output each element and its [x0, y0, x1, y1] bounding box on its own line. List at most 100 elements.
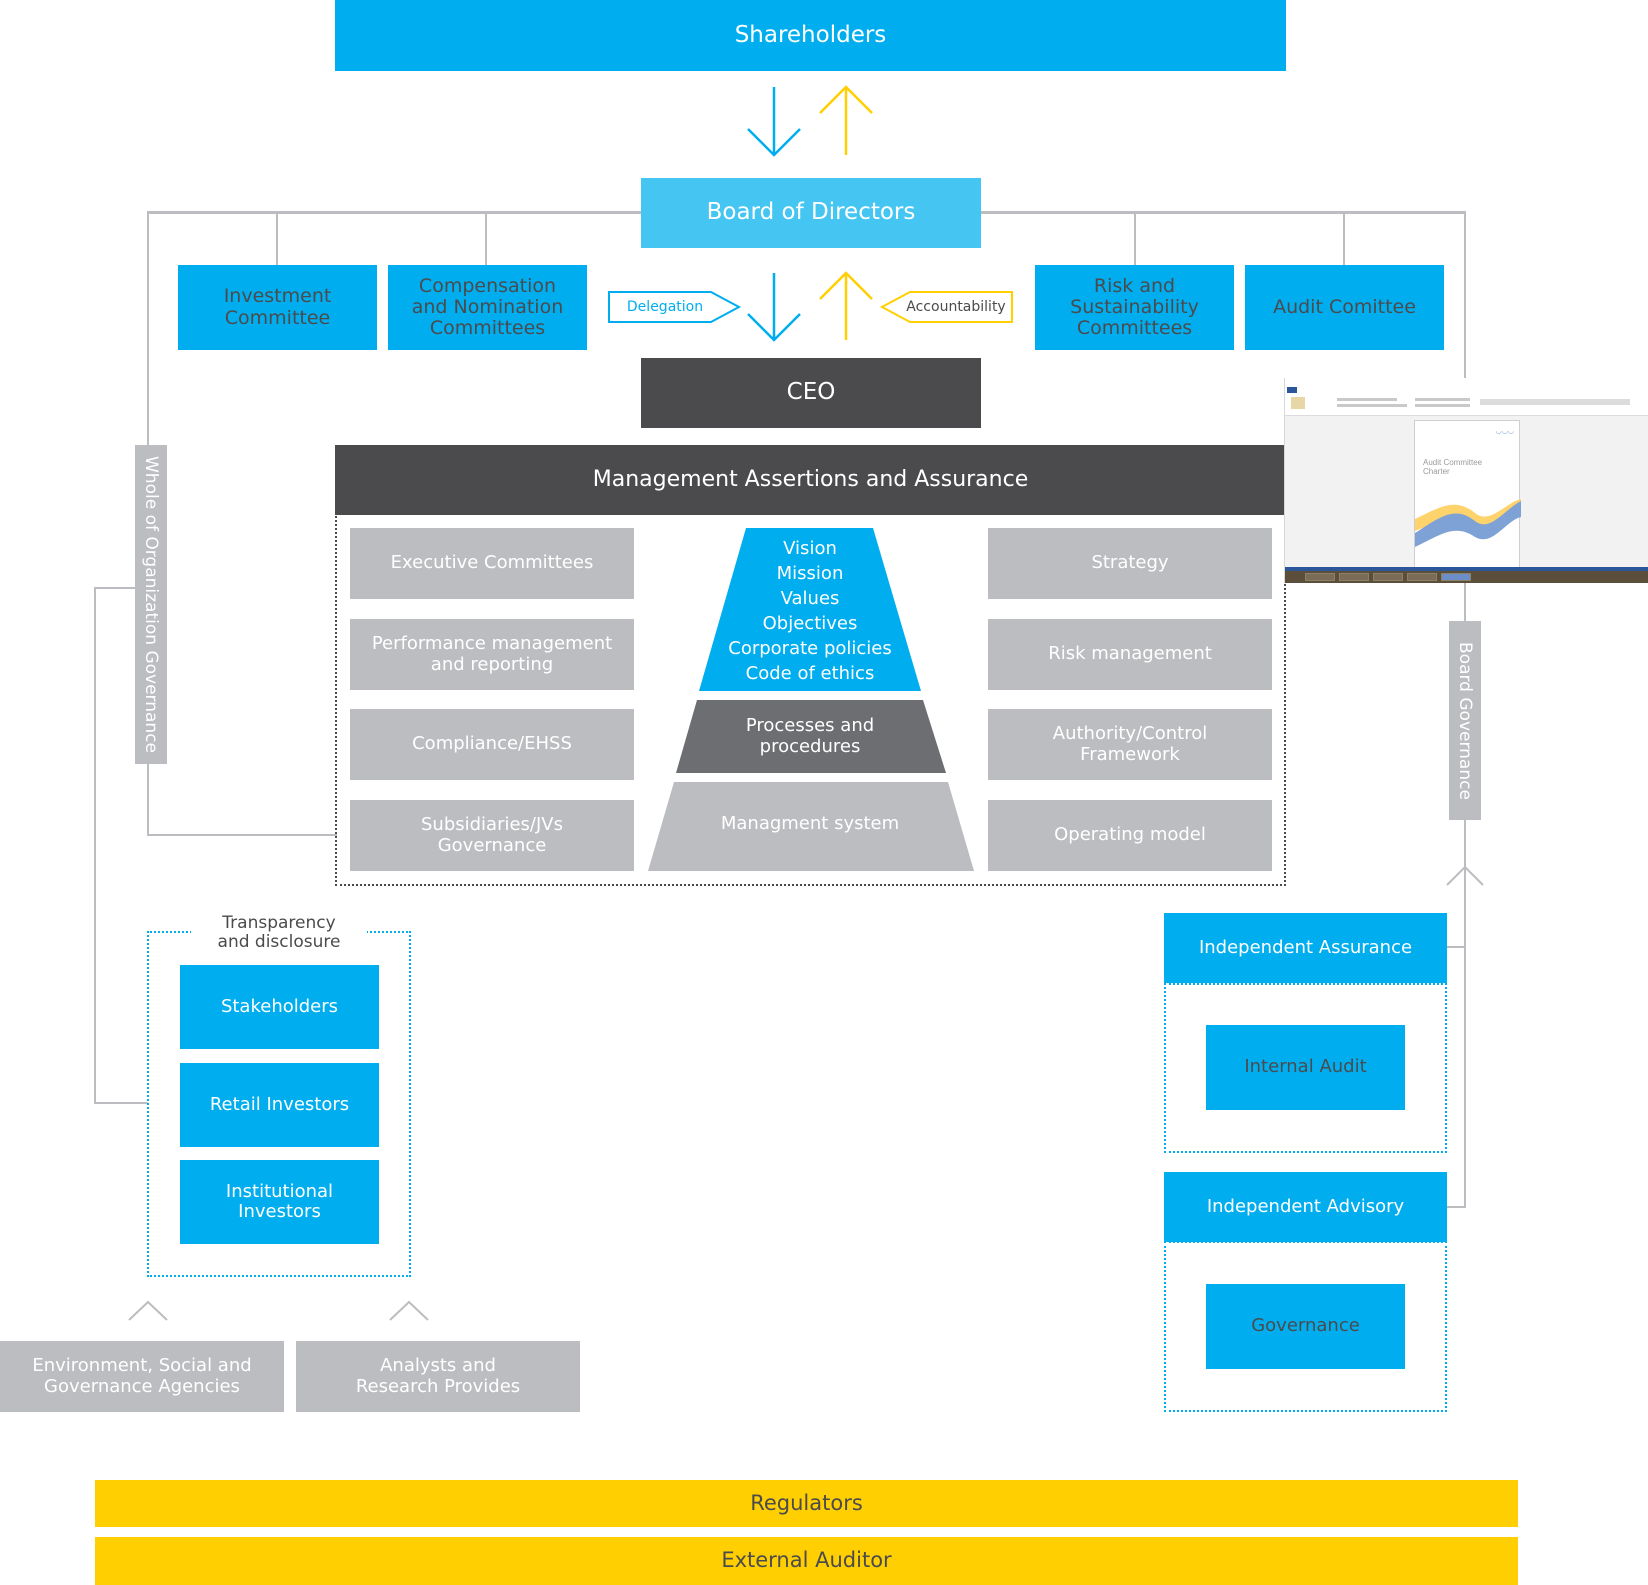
arrow-up-icon [819, 271, 873, 340]
board-governance-text: Board Governance [1455, 641, 1475, 800]
pyramid-top-text: Vision Mission Values Objectives Corpora… [700, 536, 920, 686]
chevron-up-icon [128, 1300, 168, 1321]
font-format-controls[interactable] [1337, 404, 1407, 407]
document-title: Audit Committee Charter [1423, 458, 1483, 477]
styles-gallery[interactable] [1480, 399, 1630, 405]
risk-sustainability-committee-box: Risk and Sustainability Committees [1035, 265, 1234, 350]
connector-audit [1343, 211, 1345, 266]
arrow-up-icon [819, 85, 873, 155]
independent-advisory-label: Independent Advisory [1206, 1195, 1405, 1217]
operating-model-label: Operating model [1054, 824, 1206, 846]
ceo-box: CEO [641, 358, 981, 428]
management-header-label: Management Assertions and Assurance [592, 466, 1029, 492]
arrow-down-icon [747, 273, 801, 342]
regulators-label: Regulators [750, 1490, 863, 1515]
ribbon [1285, 394, 1648, 416]
analysts-label: Analysts and Research Provides [355, 1355, 521, 1397]
external-auditor-label: External Auditor [721, 1548, 892, 1573]
management-system-label: Managment system [720, 812, 900, 834]
compliance-box: Compliance/EHSS [350, 709, 634, 780]
accountability-label: Accountability [906, 299, 1006, 315]
taskbar-item[interactable] [1305, 573, 1335, 581]
investment-committee-label: Investment Committee [223, 285, 332, 329]
performance-management-label: Performance management and reporting [371, 633, 613, 675]
governance-box: Governance [1206, 1284, 1405, 1369]
pyramid-top-shape [699, 528, 921, 691]
connector-investment [276, 211, 278, 266]
pyramid-bottom-text: Managment system [680, 800, 940, 848]
connector-right-lower [1464, 583, 1466, 1208]
connector-to-assurance [1447, 946, 1466, 948]
taskbar-item[interactable] [1373, 573, 1403, 581]
pyramid-mission: Mission [776, 563, 844, 584]
connector-outer-left [94, 587, 96, 1104]
stakeholders-box: Stakeholders [180, 965, 379, 1049]
whole-org-text: Whole of Organization Governance [141, 455, 161, 753]
company-logo: ◡◡◡ [1495, 427, 1514, 435]
governance-label: Governance [1251, 1315, 1360, 1337]
pyramid-corporate-policies: Corporate policies [728, 638, 892, 659]
connector-left-lower [147, 764, 149, 836]
external-auditor-bar: External Auditor [95, 1537, 1518, 1585]
institutional-investors-label: Institutional Investors [225, 1180, 334, 1222]
whole-of-organization-governance-label: Whole of Organization Governance [135, 445, 167, 764]
connector-to-advisory [1447, 1206, 1466, 1208]
arrow-down-icon [747, 87, 801, 157]
file-tab[interactable] [1287, 387, 1297, 393]
retail-investors-box: Retail Investors [180, 1063, 379, 1147]
management-header: Management Assertions and Assurance [335, 445, 1286, 515]
executive-committees-label: Executive Committees [390, 552, 594, 574]
taskbar-item[interactable] [1407, 573, 1437, 581]
delegation-tag-icon [608, 291, 742, 323]
connector-to-transparency [94, 1102, 148, 1104]
document-title-bar [1285, 378, 1648, 386]
taskbar-item[interactable] [1339, 573, 1369, 581]
internal-audit-box: Internal Audit [1206, 1025, 1405, 1110]
document-title-line-1: Audit Committee [1423, 458, 1483, 467]
institutional-investors-box: Institutional Investors [180, 1160, 379, 1244]
compliance-label: Compliance/EHSS [412, 733, 572, 755]
risk-management-box: Risk management [988, 619, 1272, 690]
document-page: ◡◡◡ Audit Committee Charter [1414, 420, 1521, 570]
independent-advisory-border [1164, 1241, 1447, 1412]
font-controls[interactable] [1337, 398, 1397, 401]
transparency-text: Transparency and disclosure [217, 912, 341, 952]
shareholders-box: Shareholders [335, 0, 1286, 71]
internal-audit-label: Internal Audit [1244, 1056, 1367, 1078]
delegation-label: Delegation [626, 299, 704, 315]
processes-label: Processes and procedures [745, 715, 875, 757]
accountability-tag-icon [879, 291, 1013, 323]
risk-committee-label: Risk and Sustainability Committees [1070, 274, 1199, 340]
retail-investors-label: Retail Investors [209, 1093, 350, 1115]
independent-assurance-header: Independent Assurance [1164, 913, 1447, 983]
connector-to-subsidiaries [147, 834, 337, 836]
regulators-bar: Regulators [95, 1480, 1518, 1527]
board-label: Board of Directors [706, 199, 916, 226]
stakeholders-label: Stakeholders [220, 995, 339, 1017]
analysts-box: Analysts and Research Provides [296, 1341, 580, 1412]
paste-icon[interactable] [1291, 397, 1305, 409]
strategy-label: Strategy [1091, 552, 1169, 574]
independent-assurance-label: Independent Assurance [1198, 936, 1413, 958]
embedded-document-window[interactable]: ◡◡◡ Audit Committee Charter [1284, 378, 1648, 583]
pyramid-middle-text: Processes and procedures [700, 700, 920, 773]
pyramid-code-of-ethics: Code of ethics [745, 663, 875, 684]
investment-committee-box: Investment Committee [178, 265, 377, 350]
esg-agencies-label: Environment, Social and Governance Agenc… [32, 1355, 252, 1397]
compensation-committee-label: Compensation and Nomination Committees [411, 274, 564, 340]
pyramid-vision: Vision [783, 538, 837, 559]
pyramid-objectives: Objectives [762, 613, 858, 634]
connector-compensation [485, 211, 487, 266]
taskbar-item-active[interactable] [1441, 573, 1471, 581]
paragraph-controls[interactable] [1415, 398, 1470, 401]
taskbar [1285, 571, 1648, 583]
board-of-directors-box: Board of Directors [641, 178, 981, 248]
strategy-box: Strategy [988, 528, 1272, 599]
chevron-up-icon [389, 1300, 429, 1321]
transparency-label: Transparency and disclosure [191, 908, 367, 958]
paragraph-format-controls[interactable] [1415, 404, 1470, 407]
compensation-committee-box: Compensation and Nomination Committees [388, 265, 587, 350]
pyramid-bottom-shape [648, 782, 974, 871]
executive-committees-box: Executive Committees [350, 528, 634, 599]
chevron-up-icon [1446, 865, 1484, 886]
